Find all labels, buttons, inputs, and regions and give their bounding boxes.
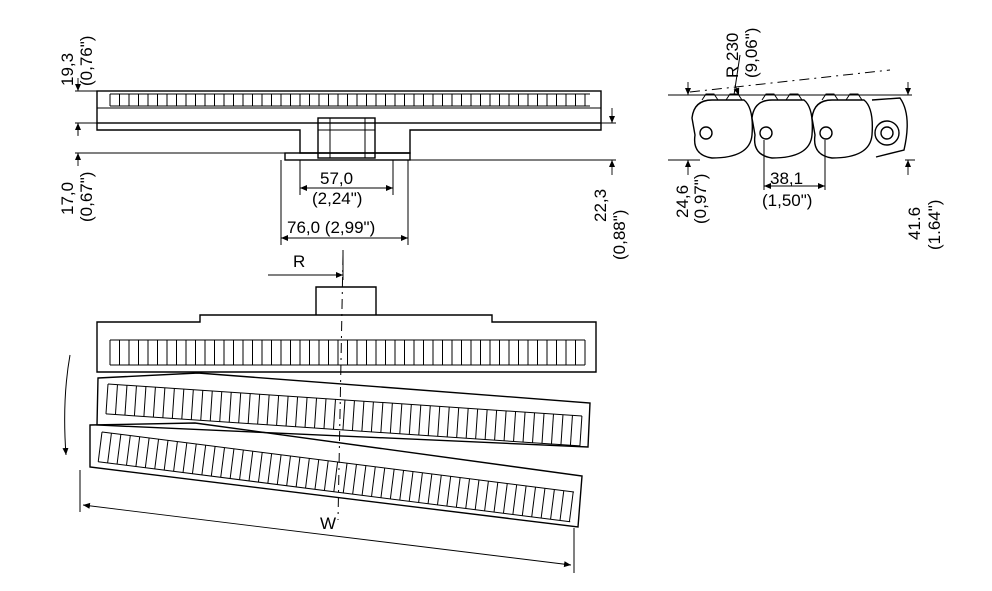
- dim-76: 76,0 (2,99"): [287, 218, 375, 237]
- dim-22: 22,3: [591, 189, 610, 222]
- dim-pitch: 38,1: [770, 169, 803, 188]
- guide-foot: [284, 152, 411, 161]
- dim-41-inch: (1.64"): [925, 200, 944, 250]
- dim-24-inch: (0,97"): [691, 174, 710, 224]
- top-plate-cells: [109, 93, 590, 107]
- chain-links: [691, 93, 908, 159]
- dim-24: 24,6: [673, 185, 692, 218]
- plan-cells: [97, 339, 586, 523]
- guide-block: [317, 117, 376, 159]
- plate-1: [96, 314, 597, 373]
- dim-top-upper: 19,3: [58, 53, 77, 86]
- dim-pitch-inch: (1,50"): [762, 191, 812, 210]
- dim-22-inch: (0,88"): [610, 210, 629, 260]
- base-body: [96, 123, 602, 154]
- dim-top-upper-inch: (0,76"): [77, 36, 96, 86]
- dim-57-inch: (2,24"): [312, 189, 362, 208]
- dim-57: 57,0: [320, 169, 353, 188]
- dim-radius: R 230: [723, 33, 742, 78]
- top-guide: [315, 286, 377, 315]
- dim-top-lower-inch: (0,67"): [77, 172, 96, 222]
- plate-3: [89, 422, 583, 528]
- plate-2: [96, 372, 591, 448]
- top-plate-outline: [96, 90, 602, 124]
- plan-view: R W: [62, 250, 597, 573]
- dim-radius-inch: (9,06"): [742, 28, 761, 78]
- dim-41: 41.6: [905, 207, 924, 240]
- width-w-label: W: [320, 514, 336, 533]
- dim-top-lower: 17,0: [58, 182, 77, 215]
- side-view: 19,3 (0,76") 17,0 (0,67") 57,0 (2,24") 7…: [58, 36, 629, 260]
- profile-view: R 230 (9,06") 24,6 (0,97") 38,1 (1,50") …: [668, 28, 944, 250]
- turn-radius-label: R: [293, 252, 305, 271]
